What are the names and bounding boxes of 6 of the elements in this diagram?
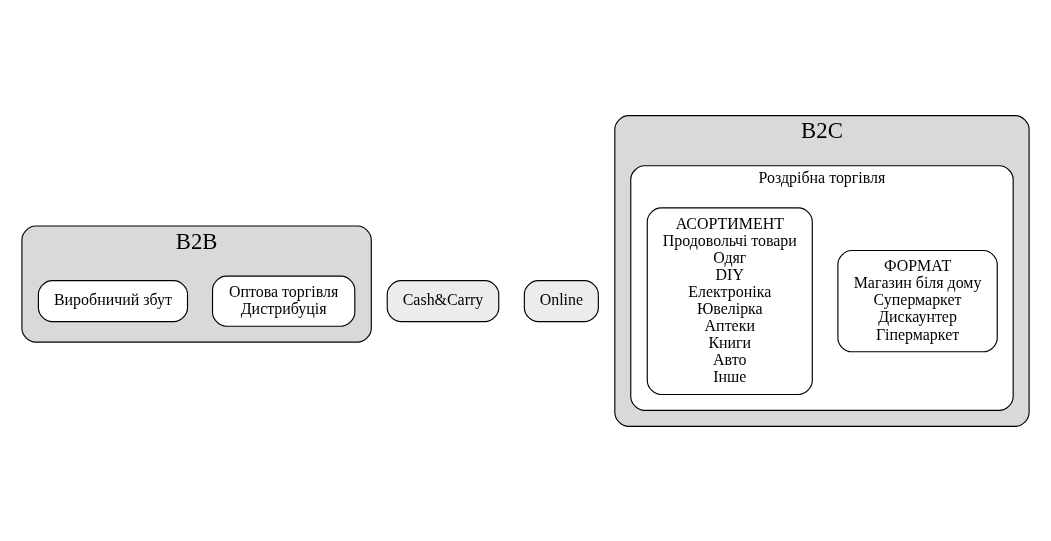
node-box: АСОРТИМЕНТ Продовольчі товари Одяг DIY Електроніка Ювелірка Аптеки Книги Авто Інше — [646, 206, 813, 395]
node-box: Оптова торгівля Дистрибуція — [211, 275, 356, 327]
node-box: Cash&Carry — [386, 279, 500, 322]
node-box: Виробничий збут — [37, 279, 189, 322]
node-box: ФОРМАТ Магазин біля дому Супермаркет Дискаунтер Гіпермаркет — [837, 249, 998, 352]
node-box: Online — [523, 279, 599, 322]
